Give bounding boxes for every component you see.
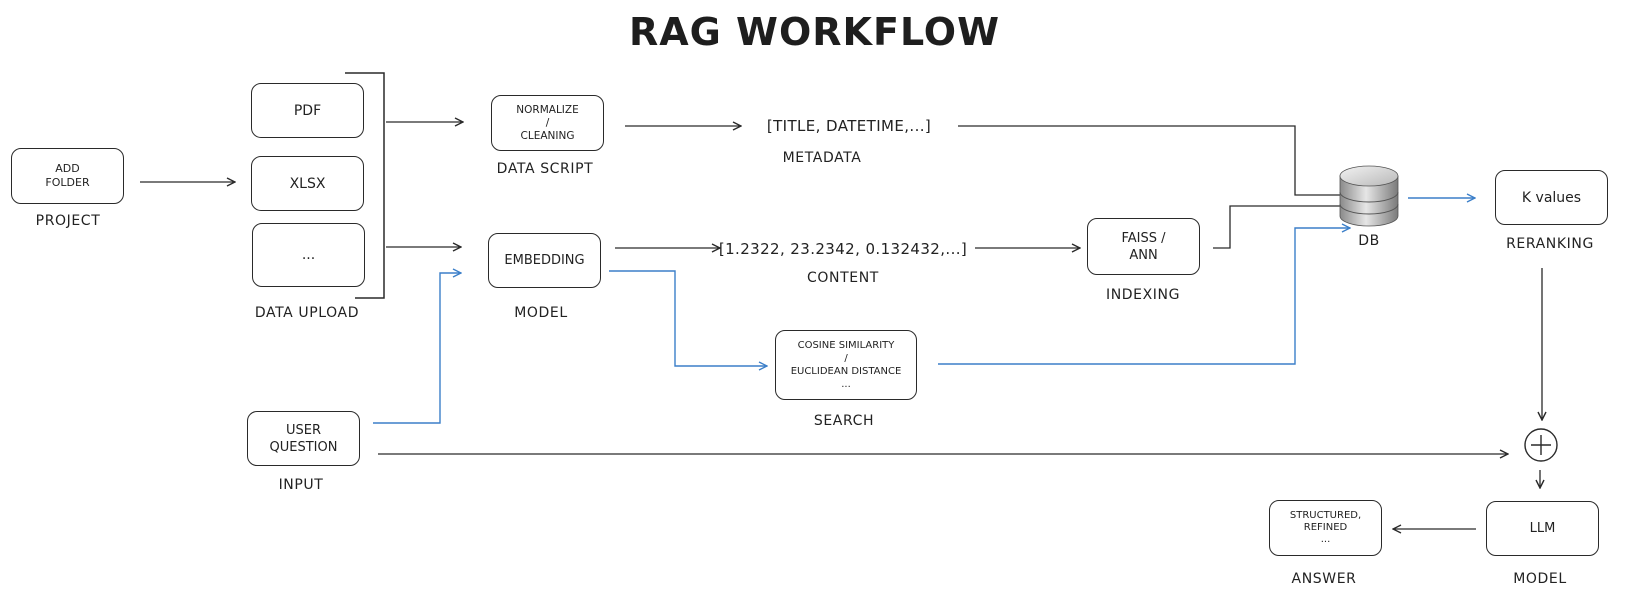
other-files-label: ... <box>301 247 316 263</box>
search-box: COSINE SIMILARITY / EUCLIDEAN DISTANCE .… <box>775 330 917 400</box>
db-caption: DB <box>1358 233 1380 249</box>
other-files-box: ... <box>252 223 365 287</box>
metadata-caption: METADATA <box>782 150 862 166</box>
data-script-caption: DATA SCRIPT <box>496 161 594 177</box>
content-caption: CONTENT <box>807 270 879 286</box>
arrow-metadata-to-db <box>958 125 1350 195</box>
k-values-box: K values <box>1495 170 1608 225</box>
pdf-box: PDF <box>251 83 364 138</box>
arrow-search-to-db <box>938 228 1350 365</box>
pdf-label: PDF <box>293 102 322 119</box>
indexing-caption: INDEXING <box>1105 287 1181 303</box>
input-caption: INPUT <box>278 477 324 493</box>
embedding-box: EMBEDDING <box>488 233 601 288</box>
reranking-caption: RERANKING <box>1506 236 1594 252</box>
database-icon <box>1339 165 1399 227</box>
search-label: COSINE SIMILARITY / EUCLIDEAN DISTANCE .… <box>790 340 902 390</box>
upload-bracket <box>345 72 385 299</box>
arrow-faiss-to-db <box>1213 206 1350 249</box>
add-folder-box: ADD FOLDER <box>11 148 124 204</box>
normalize-label: NORMALIZE / CLEANING <box>516 103 579 142</box>
user-question-label: USER QUESTION <box>269 422 338 455</box>
content-vector-text: [1.2322, 23.2342, 0.132432,...] <box>718 240 968 258</box>
search-caption: SEARCH <box>813 413 875 429</box>
answer-label: STRUCTURED, REFINED ... <box>1289 510 1362 545</box>
faiss-label: FAISS / ANN <box>1121 230 1166 263</box>
user-question-box: USER QUESTION <box>247 411 360 466</box>
xlsx-box: XLSX <box>251 156 364 211</box>
data-upload-caption: DATA UPLOAD <box>254 305 360 321</box>
faiss-box: FAISS / ANN <box>1087 218 1200 275</box>
answer-box: STRUCTURED, REFINED ... <box>1269 500 1382 556</box>
embedding-label: EMBEDDING <box>504 253 585 268</box>
llm-model-caption: MODEL <box>1513 571 1567 587</box>
llm-box: LLM <box>1486 501 1599 556</box>
add-folder-label: ADD FOLDER <box>45 162 90 189</box>
metadata-text: [TITLE, DATETIME,...] <box>766 117 932 135</box>
embedding-model-caption: MODEL <box>514 305 568 321</box>
project-caption: PROJECT <box>35 213 101 229</box>
normalize-box: NORMALIZE / CLEANING <box>491 95 604 151</box>
k-values-label: K values <box>1521 189 1582 206</box>
arrow-embedding-to-search <box>609 270 767 366</box>
llm-label: LLM <box>1529 521 1556 536</box>
answer-caption: ANSWER <box>1291 571 1357 587</box>
arrow-question-to-embedding <box>373 273 461 424</box>
diagram-title: RAG WORKFLOW <box>628 10 1001 54</box>
xlsx-label: XLSX <box>289 175 326 192</box>
